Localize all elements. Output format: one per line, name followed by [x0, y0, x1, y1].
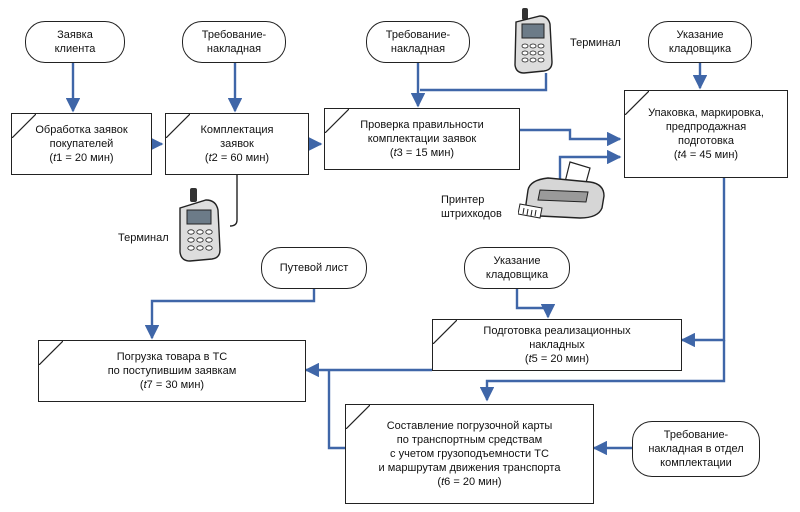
process-loading-map: Составление погрузочной карты по транспо… [345, 404, 594, 504]
terminal-label-bottom: Терминал [118, 232, 169, 244]
fold-corner [39, 341, 63, 365]
client-request-input: Заявка клиента [25, 21, 125, 63]
process-title: Подготовка реализационных накладных [483, 325, 631, 351]
arrow-waybill-to-p7 [144, 288, 316, 340]
process-title: Погрузка товара в ТС по поступившим заяв… [107, 351, 237, 377]
requisition-input-3: Требование- накладная в отдел комплектац… [632, 421, 760, 477]
process-title: Комплектация заявок [200, 124, 274, 150]
process-order-processing: Обработка заявок покупателей (t1 = 20 ми… [11, 113, 152, 175]
process-duration: (t4 = 45 мин) [673, 149, 739, 161]
handheld-terminal-icon [179, 188, 221, 262]
arrow-p4-to-p5 [680, 178, 726, 348]
fold-corner [625, 91, 649, 115]
fold-corner [12, 114, 36, 138]
process-title: Составление погрузочной карты по транспо… [378, 420, 561, 474]
process-title: Проверка правильности комплектации заяво… [360, 119, 484, 145]
arrow-terminal-to-p3 [420, 73, 548, 92]
process-loading: Погрузка товара в ТС по поступившим заяв… [38, 340, 306, 402]
arrow-p6-to-p7 [327, 370, 345, 450]
process-title: Упаковка, маркировка, предпродажная подг… [648, 107, 764, 147]
fold-corner [166, 114, 190, 138]
fold-corner [346, 405, 370, 429]
arrow-printer-to-p4 [558, 149, 622, 185]
arrow-p3-to-p4 [520, 128, 622, 147]
waybill-input: Путевой лист [261, 247, 367, 289]
barcode-printer-icon [518, 161, 605, 219]
process-duration: (t6 = 20 мин) [437, 476, 502, 488]
storekeeper-instruction-2: Указание кладовщика [464, 247, 570, 289]
process-duration: (t3 = 15 мин) [389, 147, 455, 159]
process-duration: (t2 = 60 мин) [204, 152, 270, 164]
terminal-label-top: Терминал [570, 37, 621, 49]
requisition-input-2: Требование- накладная [366, 21, 470, 63]
process-duration: (t5 = 20 мин) [524, 353, 590, 365]
process-duration: (t7 = 30 мин) [139, 379, 205, 391]
process-duration: (t1 = 20 мин) [49, 152, 114, 164]
process-sales-invoices: Подготовка реализационных накладных (t5 … [432, 319, 682, 371]
arrow-p4-to-p6 [479, 340, 726, 402]
requisition-input-1: Требование- накладная [182, 21, 286, 63]
process-packing-labeling: Упаковка, маркировка, предпродажная подг… [624, 90, 788, 178]
process-picking-check: Проверка правильности комплектации заяво… [324, 108, 520, 170]
fold-corner [433, 320, 457, 344]
storekeeper-instruction-1: Указание кладовщика [648, 21, 752, 63]
handheld-terminal-icon [514, 8, 553, 74]
printer-label: Принтер штрихкодов [441, 194, 502, 220]
process-order-picking: Комплектация заявок (t2 = 60 мин) [165, 113, 309, 175]
process-title: Обработка заявок покупателей [35, 124, 128, 150]
fold-corner [325, 109, 349, 133]
arrow-store2-to-p5 [515, 288, 556, 319]
